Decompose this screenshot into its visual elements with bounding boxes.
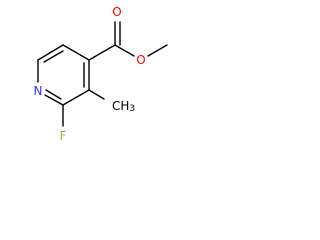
bond-c6-c5	[37, 44, 64, 61]
bond-c2-n1-inner	[45, 89, 62, 100]
ring-methyl-main: CH	[112, 99, 129, 113]
bond-c2-n1	[44, 94, 64, 106]
fluorine-atom-label: F	[60, 129, 67, 143]
ester-oxygen-atom-label: O	[136, 53, 145, 67]
ring-methyl-label: CH3	[112, 99, 135, 114]
ring-methyl-subscript: 3	[129, 104, 135, 114]
methyl-2-fluoro-3-methylisonicotinate-structure: N F O O CH3	[34, 5, 168, 143]
bond-c3-methyl	[88, 89, 105, 100]
bond-ester-o-methyl	[147, 44, 168, 57]
bond-c3-c2	[62, 89, 90, 106]
nitrogen-atom-label: N	[34, 84, 43, 98]
bond-c6-c5-inner	[43, 50, 64, 63]
bond-c4-carbonyl	[88, 44, 116, 61]
carbonyl-oxygen-atom-label: O	[112, 5, 121, 19]
bond-c5-c4	[62, 44, 90, 61]
bond-carbonyl-ester-o	[114, 44, 135, 57]
